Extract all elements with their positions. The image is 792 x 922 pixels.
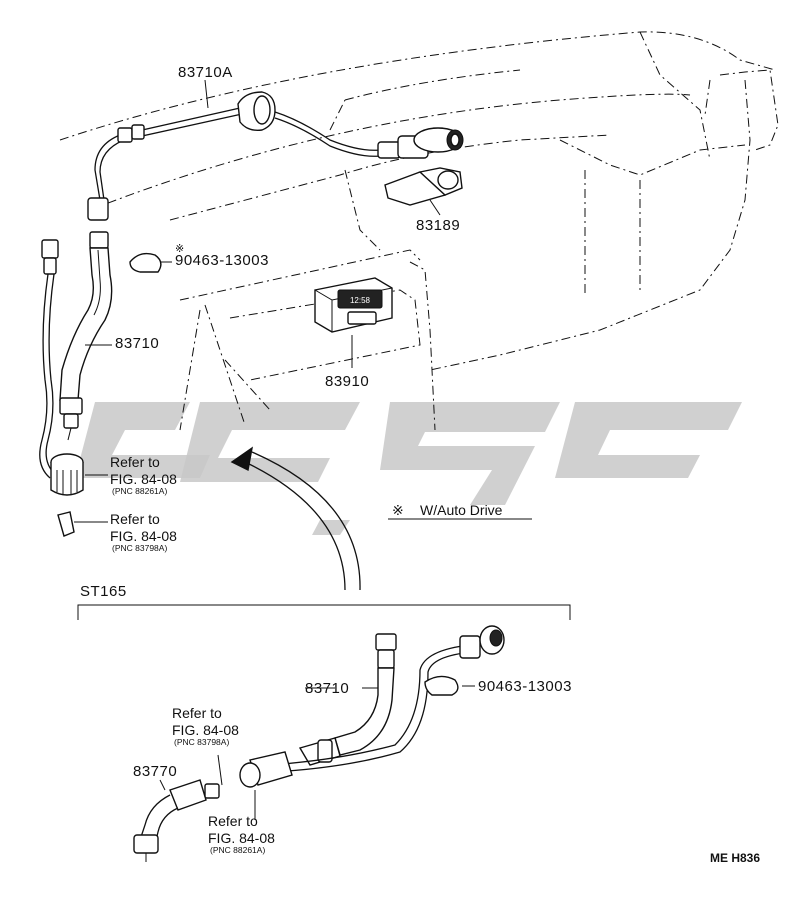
label-83189: 83189	[416, 217, 460, 234]
st165-sensor-cable	[239, 625, 505, 788]
speedometer-cable-83710	[59, 231, 113, 441]
ref1-line2: FIG. 84-08	[110, 471, 177, 487]
label-83710A: 83710A	[178, 64, 233, 81]
watermark	[75, 402, 742, 535]
ref3-line2: FIG. 84-08	[172, 722, 239, 738]
connector-83189	[384, 167, 463, 216]
st165-cable-83710	[298, 633, 397, 766]
leader-lines	[217, 687, 335, 820]
label-83710-bottom: 83710	[305, 680, 349, 697]
speedometer-cable-83710A	[87, 91, 464, 221]
ref4-line1: Refer to	[208, 813, 258, 829]
st165-bracket	[77, 604, 571, 620]
ref1-line3: (PNC 88261A)	[112, 486, 167, 496]
ref2-line3: (PNC 83798A)	[112, 543, 167, 553]
label-90463-top: 90463-13003	[175, 252, 269, 269]
label-90463-bottom: 90463-13003	[478, 678, 572, 695]
clock-display-text: 12:58	[350, 296, 371, 305]
pin-part	[57, 511, 108, 537]
label-83910: 83910	[325, 373, 369, 390]
cable-end-nut	[87, 197, 109, 221]
auto-drive-mark: ※	[392, 502, 404, 518]
clip-90463-top	[129, 252, 172, 273]
ref3-line3: (PNC 83798A)	[174, 737, 229, 747]
ref2-line1: Refer to	[110, 511, 160, 527]
dashboard-outline	[59, 31, 779, 431]
clock-83910: 12:58	[314, 277, 393, 368]
auto-drive-note: W/Auto Drive	[420, 502, 503, 518]
leader-83710A	[204, 79, 209, 109]
ref3-line1: Refer to	[172, 705, 222, 721]
label-83710-top: 83710	[115, 335, 159, 352]
ref4-line3: (PNC 88261A)	[210, 845, 265, 855]
speed-sensor-cable	[39, 239, 108, 496]
star-mark: ※	[175, 243, 184, 255]
variant-label: ST165	[80, 583, 127, 600]
ref4-line2: FIG. 84-08	[208, 830, 275, 846]
ref2-line2: FIG. 84-08	[110, 528, 177, 544]
clip-90463-bottom	[424, 675, 475, 696]
ref1-line1: Refer to	[110, 454, 160, 470]
diagram-code: ME H836	[710, 851, 760, 865]
label-83770: 83770	[133, 763, 177, 780]
variant-arrow	[230, 446, 361, 591]
st165-cable-83770	[133, 779, 220, 862]
